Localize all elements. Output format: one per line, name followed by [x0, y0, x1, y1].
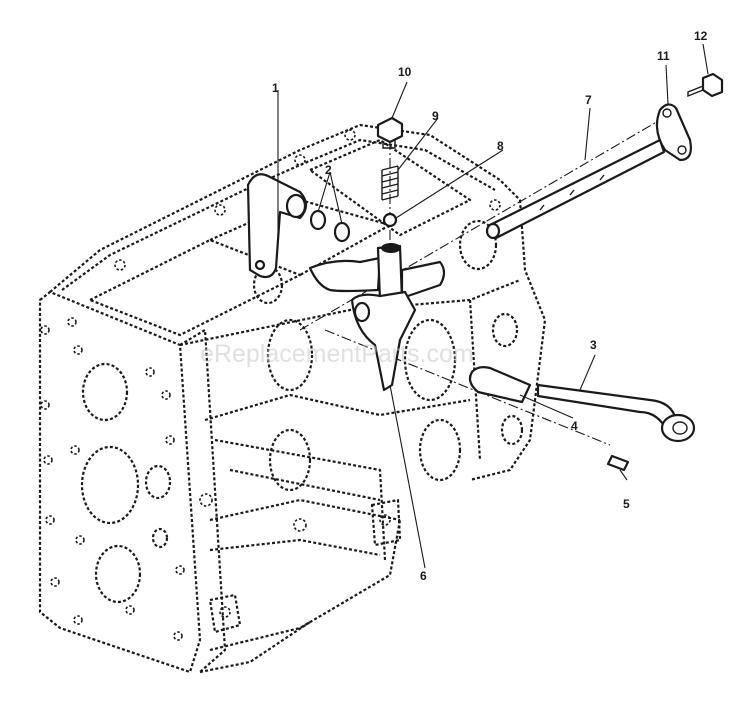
callout-5: 5 [623, 497, 630, 511]
center-lines [299, 119, 661, 446]
callout-numbers: 1 2 3 4 5 6 7 8 9 10 11 12 [272, 29, 708, 583]
part-3-shifter-shaft [536, 383, 696, 443]
callout-6: 6 [420, 569, 427, 583]
part-1-lever-plate [246, 173, 308, 279]
part-8-ball [382, 212, 398, 228]
part-4-bushing [468, 366, 532, 404]
leader-lines [277, 43, 709, 569]
callout-3: 3 [590, 338, 597, 352]
callout-9: 9 [432, 109, 439, 123]
callout-2: 2 [325, 163, 332, 177]
callout-4: 4 [571, 419, 578, 433]
part-11-lock-plate [655, 103, 692, 162]
part-2-o-rings [309, 209, 351, 243]
callout-1: 1 [272, 81, 279, 95]
part-6-shift-fork [308, 243, 446, 392]
part-12-cap-screw [687, 72, 724, 98]
callout-11: 11 [657, 49, 670, 63]
callout-7: 7 [585, 93, 592, 107]
callout-8: 8 [497, 139, 504, 153]
part-9-spring [381, 165, 399, 201]
watermark-text: eReplacementParts.com [200, 340, 474, 368]
part-7-shift-rail [485, 138, 666, 240]
part-5-roll-pin [606, 454, 630, 472]
callout-12: 12 [694, 29, 708, 43]
callout-10: 10 [398, 65, 412, 79]
